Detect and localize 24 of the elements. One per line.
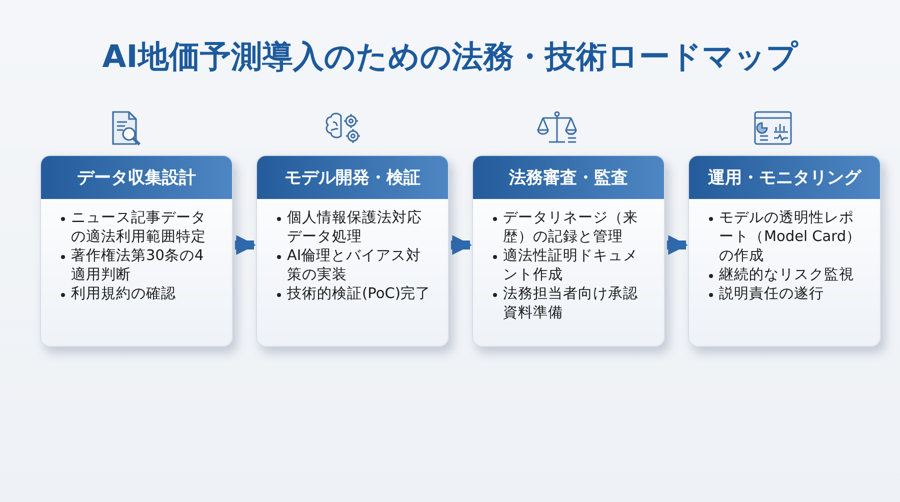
bullet-item: 法務担当者向け承認資料準備 — [491, 285, 650, 323]
bullet-item: ニュース記事データの適法利用範囲特定 — [59, 209, 218, 247]
bullet-item: 技術的検証(PoC)完了 — [275, 285, 434, 304]
bullet-item: 著作権法第30条の4適用判断 — [59, 247, 218, 285]
arrow — [235, 235, 256, 255]
title: AI地価予測導入のための法務・技術ロードマップ — [101, 38, 800, 77]
arrow — [667, 235, 688, 255]
arrow — [451, 235, 472, 255]
step-card — [688, 155, 881, 347]
step-card — [472, 155, 665, 347]
card-heading: 法務審査・監査 — [473, 156, 664, 199]
bullet-item: 説明責任の遂行 — [707, 285, 866, 304]
bullet-item: データリネージ（来歴）の記録と管理 — [491, 209, 650, 247]
bullet-item: 個人情報保護法対応データ処理 — [275, 209, 434, 247]
bullet-item: モデルの透明性レポート（Model Card）の作成 — [707, 209, 866, 266]
card-heading: モデル開発・検証 — [257, 156, 448, 199]
step-card — [256, 155, 449, 347]
card-heading: 運用・モニタリング — [689, 156, 880, 199]
card-heading: データ収集設計 — [41, 156, 232, 199]
bullet-item: 適法性証明ドキュメント作成 — [491, 247, 650, 285]
bullet-item: 利用規約の確認 — [59, 285, 218, 304]
bullet-item: 継続的なリスク監視 — [707, 266, 866, 285]
bullet-item: AI倫理とバイアス対策の実装 — [275, 247, 434, 285]
step-card — [40, 155, 233, 347]
